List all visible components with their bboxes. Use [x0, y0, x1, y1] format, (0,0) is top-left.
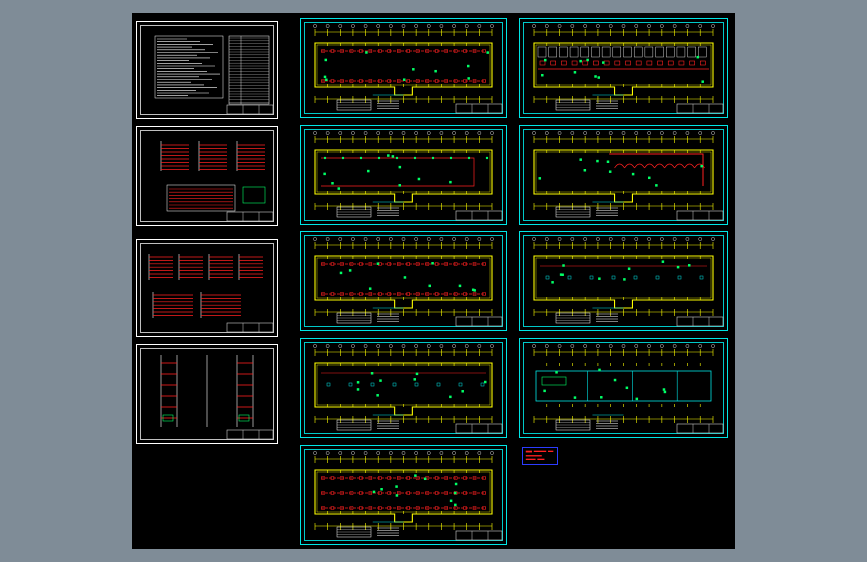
sheet-floor-plan-2[interactable]	[300, 125, 507, 225]
sheet-floor-plan-7[interactable]	[519, 125, 728, 225]
sheet-floor-plan-3[interactable]	[300, 231, 507, 331]
cad-model-space[interactable]	[132, 13, 735, 549]
sheet-floor-plan-5-drawing	[313, 451, 503, 541]
sheet-panel-schedules[interactable]	[136, 239, 278, 337]
sheet-floor-plan-9[interactable]	[519, 338, 728, 438]
legend-box[interactable]	[522, 447, 558, 465]
sheet-floor-plan-1[interactable]	[300, 18, 507, 118]
sheet-floor-plan-4[interactable]	[300, 338, 507, 438]
sheet-design-notes-drawing	[154, 35, 274, 115]
sheet-floor-plan-5[interactable]	[300, 445, 507, 545]
sheet-floor-plan-1-drawing	[313, 24, 503, 114]
sheet-floor-plan-6-drawing	[532, 24, 724, 114]
sheet-floor-plan-4-drawing	[313, 344, 503, 434]
sheet-floor-plan-8[interactable]	[519, 231, 728, 331]
sheet-floor-plan-9-drawing	[532, 344, 724, 434]
sheet-floor-plan-7-drawing	[532, 131, 724, 221]
sheet-floor-plan-8-drawing	[532, 237, 724, 327]
sheet-floor-plan-6[interactable]	[519, 18, 728, 118]
sheet-floor-plan-3-drawing	[313, 237, 503, 327]
sheet-distribution-system-drawing	[160, 141, 274, 222]
sheet-design-notes[interactable]	[136, 21, 278, 119]
sheet-panel-schedules-drawing	[148, 254, 274, 333]
sheet-distribution-system[interactable]	[136, 126, 278, 226]
sheet-floor-plan-2-drawing	[313, 131, 503, 221]
legend-box-drawing	[525, 450, 554, 460]
sheet-riser-diagram[interactable]	[136, 344, 278, 444]
sheet-riser-diagram-drawing	[160, 355, 274, 440]
